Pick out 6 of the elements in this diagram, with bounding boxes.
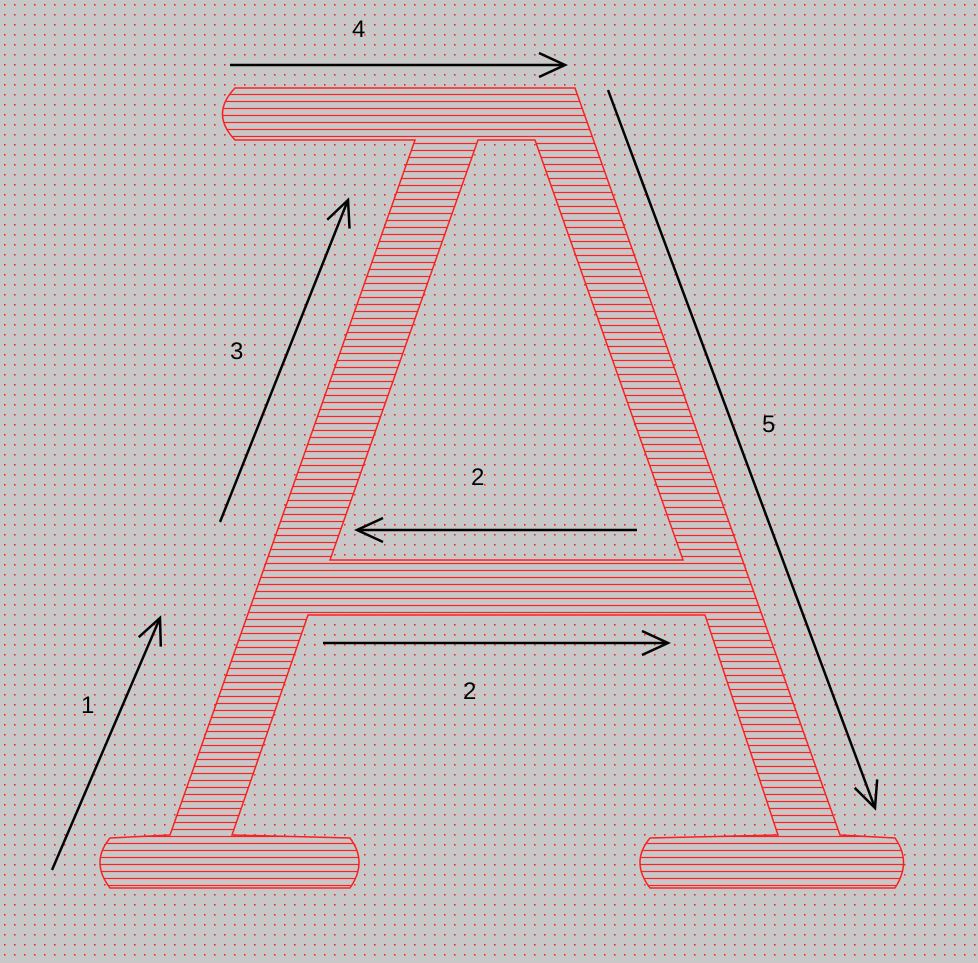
step-number: 3 [230, 340, 244, 364]
step-number: 5 [762, 413, 776, 437]
step-number: 1 [81, 694, 94, 718]
step-number: 2 [471, 466, 484, 490]
step-number: 4 [352, 18, 366, 42]
step-number: 2 [463, 680, 476, 704]
